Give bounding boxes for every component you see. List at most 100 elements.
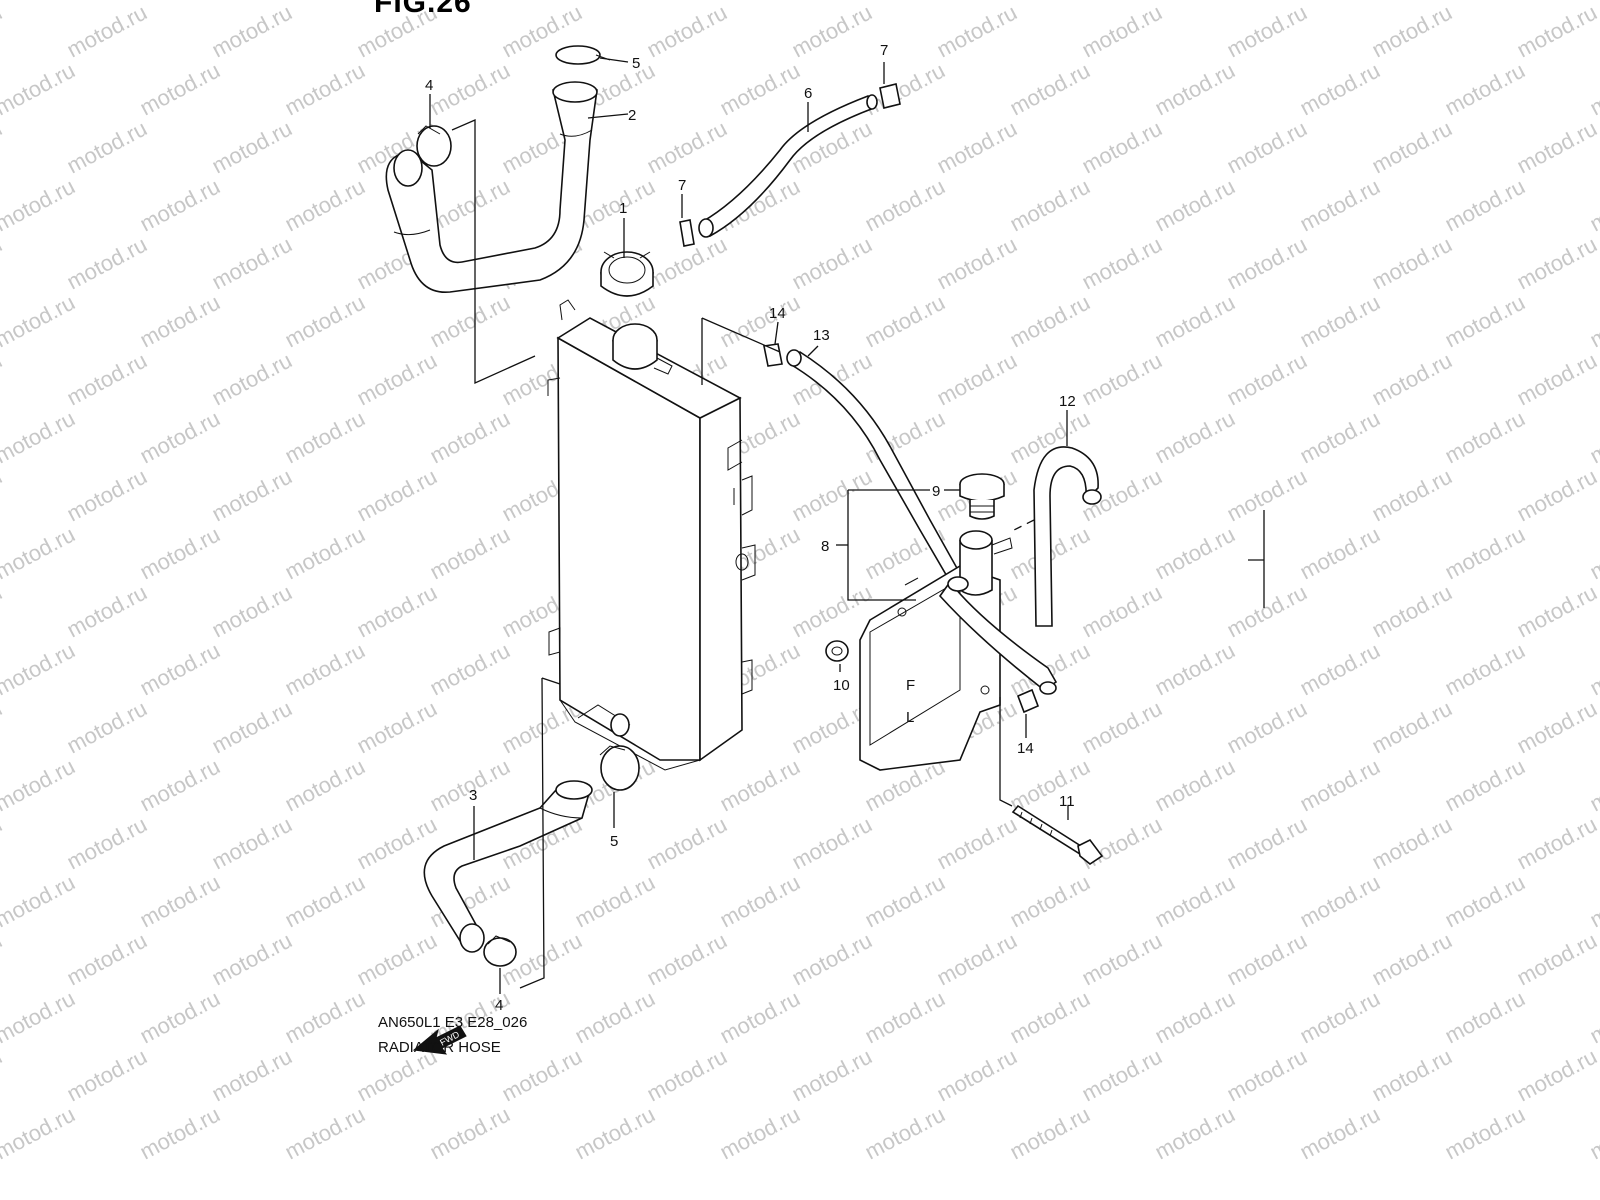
watermark-text: motod.ru <box>1223 928 1311 991</box>
watermark-text: motod.ru <box>353 580 441 643</box>
watermark-text: motod.ru <box>1006 58 1094 121</box>
watermark-text: motod.ru <box>1151 754 1239 817</box>
watermark-text: motod.ru <box>136 174 224 237</box>
watermark-text: motod.ru <box>1368 812 1456 875</box>
watermark-text: motod.ru <box>498 1044 586 1107</box>
watermark-text: motod.ru <box>136 0 224 4</box>
watermark-text: motod.ru <box>208 232 296 295</box>
watermark-text: motod.ru <box>861 870 949 933</box>
watermark-text: motod.ru <box>208 580 296 643</box>
watermark-text: motod.ru <box>1223 580 1311 643</box>
overflow-hose <box>1009 446 1102 627</box>
watermark-text: motod.ru <box>1006 870 1094 933</box>
part-labels: 1 2 3 4 4 5 5 6 7 7 8 9 10 11 12 13 14 1… <box>425 42 1076 1014</box>
clamp-lower <box>1016 688 1040 714</box>
watermark-text: motod.ru <box>1006 174 1094 237</box>
watermark-text: motod.ru <box>208 0 296 62</box>
watermark-text: motod.ru <box>281 290 369 353</box>
part-label-7-upper: 7 <box>880 42 888 59</box>
watermark-text: motod.ru <box>1368 232 1456 295</box>
watermark-text: motod.ru <box>1586 754 1600 817</box>
watermark-text: motod.ru <box>426 754 514 817</box>
level-mark-low: L <box>906 709 914 726</box>
breather-hose <box>679 83 901 247</box>
watermark-text: motod.ru <box>1586 522 1600 585</box>
watermark-text: motod.ru <box>0 116 6 179</box>
watermark-text: motod.ru <box>63 812 151 875</box>
part-label-13: 13 <box>813 327 830 344</box>
watermark-text: motod.ru <box>1296 290 1384 353</box>
watermark-text: motod.ru <box>1223 232 1311 295</box>
watermark-text: motod.ru <box>1296 0 1384 4</box>
watermark-text: motod.ru <box>933 232 1021 295</box>
part-label-5-lower: 5 <box>610 833 618 850</box>
watermark-text: motod.ru <box>1586 290 1600 353</box>
reservoir-tank: F L <box>859 530 1058 771</box>
watermark-text: motod.ru <box>1296 1102 1384 1165</box>
part-label-14-lower: 14 <box>1017 740 1034 757</box>
watermark-text: motod.ru <box>1368 1044 1456 1107</box>
watermark-text: motod.ru <box>281 174 369 237</box>
model-code: AN650L1 E3 E28_026 <box>378 1014 528 1031</box>
watermark-text: motod.ru <box>1441 58 1529 121</box>
watermark-text: motod.ru <box>1513 812 1600 875</box>
watermark-text: motod.ru <box>1296 986 1384 1049</box>
watermark-text: motod.ru <box>861 1102 949 1165</box>
part-label-1: 1 <box>619 200 627 217</box>
watermark-text: motod.ru <box>1296 58 1384 121</box>
watermark-text: motod.ru <box>1006 986 1094 1049</box>
watermark-text: motod.ru <box>136 58 224 121</box>
watermark-text: motod.ru <box>716 1102 804 1165</box>
level-mark-full: F <box>906 677 915 694</box>
watermark-text: motod.ru <box>281 754 369 817</box>
watermark-text: motod.ru <box>788 232 876 295</box>
part-label-10: 10 <box>833 677 850 694</box>
watermark-text: motod.ru <box>1441 290 1529 353</box>
watermark-text: motod.ru <box>1006 290 1094 353</box>
watermark-text: motod.ru <box>933 1044 1021 1107</box>
watermark-text: motod.ru <box>1151 870 1239 933</box>
watermark-text: motod.ru <box>1441 870 1529 933</box>
watermark-text: motod.ru <box>0 754 79 817</box>
part-label-8: 8 <box>821 538 829 555</box>
watermark-text: motod.ru <box>716 0 804 4</box>
watermark-text: motod.ru <box>1006 1102 1094 1165</box>
watermark-text: motod.ru <box>1223 464 1311 527</box>
watermark-text: motod.ru <box>1296 522 1384 585</box>
watermark-text: motod.ru <box>1223 1044 1311 1107</box>
watermark-text: motod.ru <box>0 174 79 237</box>
watermark-text: motod.ru <box>716 986 804 1049</box>
watermark-text: motod.ru <box>1078 232 1166 295</box>
watermark-text: motod.ru <box>1151 986 1239 1049</box>
watermark-text: motod.ru <box>788 464 876 527</box>
watermark-text: motod.ru <box>1078 0 1166 62</box>
watermark-text: motod.ru <box>861 174 949 237</box>
watermark-text: motod.ru <box>1586 986 1600 1049</box>
watermark-text: motod.ru <box>1078 116 1166 179</box>
watermark-text: motod.ru <box>208 464 296 527</box>
watermark-text: motod.ru <box>933 348 1021 411</box>
watermark-text: motod.ru <box>1586 58 1600 121</box>
watermark-text: motod.ru <box>0 290 79 353</box>
part-label-2: 2 <box>628 107 636 124</box>
watermark-text: motod.ru <box>281 986 369 1049</box>
watermark-text: motod.ru <box>861 58 949 121</box>
watermark-text: motod.ru <box>136 754 224 817</box>
watermark-text: motod.ru <box>1441 522 1529 585</box>
watermark-text: motod.ru <box>136 986 224 1049</box>
watermark-text: motod.ru <box>1513 232 1600 295</box>
watermark-text: motod.ru <box>1368 348 1456 411</box>
watermark-text: motod.ru <box>1368 0 1456 62</box>
watermark-text: motod.ru <box>1078 1044 1166 1107</box>
watermark-text: motod.ru <box>0 464 6 527</box>
watermark-text: motod.ru <box>1441 754 1529 817</box>
part-label-4-upper: 4 <box>425 77 433 94</box>
watermark-text: motod.ru <box>63 1044 151 1107</box>
watermark-text: motod.ru <box>63 232 151 295</box>
watermark-text: motod.ru <box>0 1044 6 1107</box>
section-title: RADIATOR HOSE <box>378 1039 501 1056</box>
watermark-text: motod.ru <box>136 1102 224 1165</box>
watermark-text: motod.ru <box>0 522 79 585</box>
watermark-text: motod.ru <box>63 464 151 527</box>
